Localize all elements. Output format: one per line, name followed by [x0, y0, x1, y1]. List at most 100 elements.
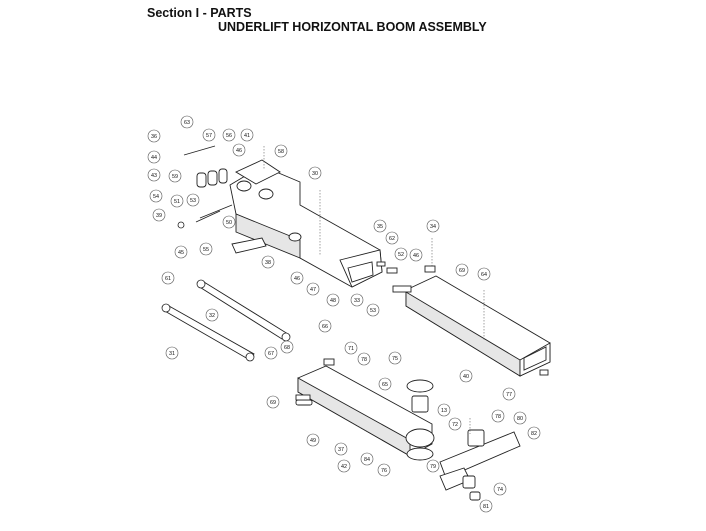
- callout-55: 55: [199, 242, 213, 256]
- callout-72: 72: [448, 417, 462, 431]
- callout-54: 54: [149, 189, 163, 203]
- callout-label: 51: [174, 199, 180, 205]
- callout-77: 77: [502, 387, 516, 401]
- callout-label: 72: [452, 422, 458, 428]
- callout-82: 82: [527, 426, 541, 440]
- callout-label: 81: [483, 504, 489, 510]
- extension-tube: [405, 275, 551, 377]
- callout-36: 36: [147, 129, 161, 143]
- callout-label: 53: [190, 198, 196, 204]
- callout-62: 62: [385, 231, 399, 245]
- callout-label: 34: [430, 224, 436, 230]
- callout-57: 57: [202, 128, 216, 142]
- callout-label: 71: [348, 346, 354, 352]
- callout-label: 49: [310, 438, 316, 444]
- callout-53: 53: [186, 193, 200, 207]
- callout-49: 49: [306, 433, 320, 447]
- callout-label: 44: [151, 155, 157, 161]
- callout-68: 68: [280, 340, 294, 354]
- callout-74: 74: [493, 482, 507, 496]
- callout-56: 56: [222, 128, 236, 142]
- callout-31: 31: [165, 346, 179, 360]
- cross-bar: [439, 429, 521, 501]
- callout-label: 59: [172, 174, 178, 180]
- callout-47: 47: [306, 282, 320, 296]
- callout-81: 81: [479, 499, 493, 513]
- callout-32: 32: [205, 308, 219, 322]
- callout-label: 77: [506, 392, 512, 398]
- upper-boom: [229, 159, 383, 288]
- callout-51: 51: [170, 194, 184, 208]
- callout-label: 63: [184, 120, 190, 126]
- callout-78: 78: [357, 352, 371, 366]
- callout-label: 43: [151, 173, 157, 179]
- callout-label: 58: [278, 149, 284, 155]
- callout-label: 30: [312, 171, 318, 177]
- callout-label: 31: [169, 351, 175, 357]
- callout-61: 61: [161, 271, 175, 285]
- callout-13: 13: [437, 403, 451, 417]
- callout-67: 67: [264, 346, 278, 360]
- callout-33: 33: [350, 293, 364, 307]
- callout-label: 38: [265, 260, 271, 266]
- callout-45: 45: [174, 245, 188, 259]
- callout-52: 52: [394, 247, 408, 261]
- callout-53: 53: [366, 303, 380, 317]
- callout-35: 35: [373, 219, 387, 233]
- callout-label: 78: [495, 414, 501, 420]
- callout-label: 54: [153, 194, 159, 200]
- callout-40: 40: [459, 369, 473, 383]
- callout-76: 76: [377, 463, 391, 477]
- callout-59: 59: [168, 169, 182, 183]
- callout-48: 48: [326, 293, 340, 307]
- callout-label: 53: [370, 308, 376, 314]
- callout-label: 39: [156, 213, 162, 219]
- callout-label: 67: [268, 351, 274, 357]
- callout-39: 39: [152, 208, 166, 222]
- callout-66: 66: [318, 319, 332, 333]
- callout-label: 68: [284, 345, 290, 351]
- callout-label: 75: [392, 356, 398, 362]
- callout-label: 37: [338, 447, 344, 453]
- callout-50: 50: [222, 215, 236, 229]
- callout-label: 47: [310, 287, 316, 293]
- callout-30: 30: [308, 166, 322, 180]
- callout-41: 41: [240, 128, 254, 142]
- callout-label: 76: [381, 468, 387, 474]
- callout-44: 44: [147, 150, 161, 164]
- callout-46: 46: [232, 143, 246, 157]
- callout-label: 80: [517, 416, 523, 422]
- callout-75: 75: [388, 351, 402, 365]
- callout-label: 33: [354, 298, 360, 304]
- callout-84: 84: [360, 452, 374, 466]
- assembly-title: UNDERLIFT HORIZONTAL BOOM ASSEMBLY: [218, 20, 487, 34]
- callout-label: 62: [389, 236, 395, 242]
- callout-label: 64: [481, 272, 487, 278]
- hydraulic-cylinders: [161, 279, 291, 362]
- callout-label: 79: [430, 464, 436, 470]
- callout-label: 40: [463, 374, 469, 380]
- callout-label: 50: [226, 220, 232, 226]
- callout-label: 65: [382, 382, 388, 388]
- callout-label: 42: [341, 464, 347, 470]
- section-title: Section I - PARTS: [147, 6, 252, 20]
- callout-label: 55: [203, 247, 209, 253]
- lower-boom-arm: [295, 365, 435, 461]
- callout-label: 69: [459, 268, 465, 274]
- callout-label: 66: [322, 324, 328, 330]
- callout-64: 64: [477, 267, 491, 281]
- callout-42: 42: [337, 459, 351, 473]
- callout-label: 36: [151, 134, 157, 140]
- small-hardware: [263, 146, 549, 434]
- callout-label: 61: [165, 276, 171, 282]
- callout-78: 78: [491, 409, 505, 423]
- callout-label: 45: [178, 250, 184, 256]
- callout-label: 46: [294, 276, 300, 282]
- callout-46: 46: [409, 248, 423, 262]
- callout-label: 56: [226, 133, 232, 139]
- callout-58: 58: [274, 144, 288, 158]
- callout-80: 80: [513, 411, 527, 425]
- callout-46: 46: [290, 271, 304, 285]
- callout-label: 41: [244, 133, 250, 139]
